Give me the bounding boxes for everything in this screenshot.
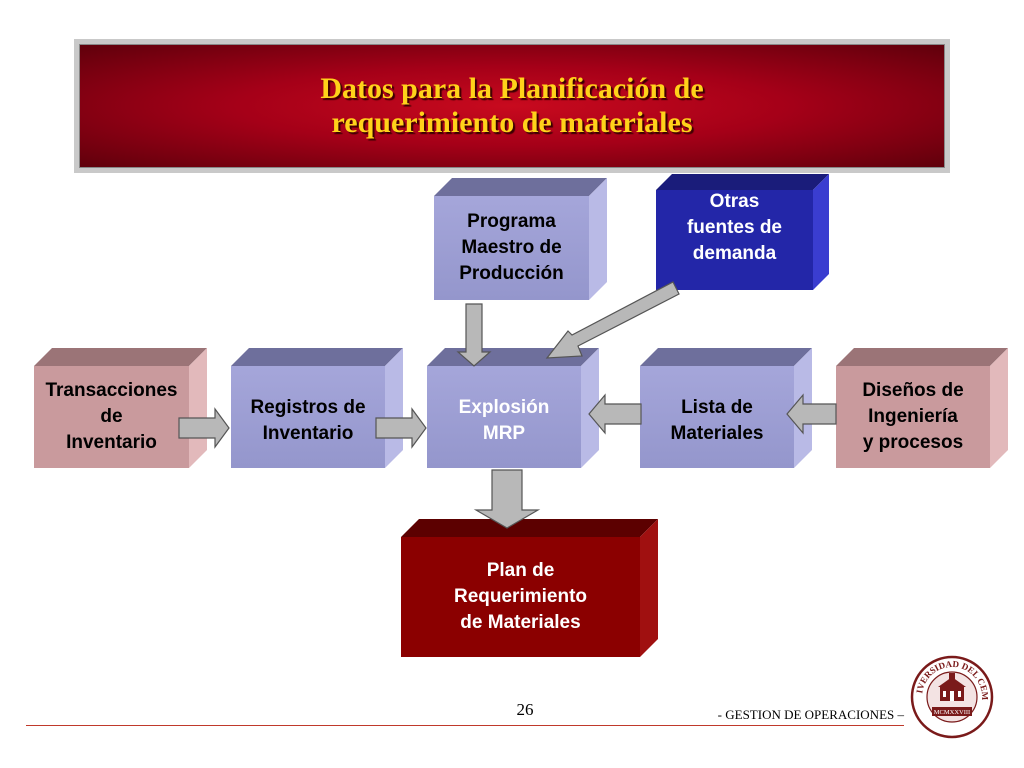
node-transacciones [34,348,207,468]
node-otras-fuentes [656,174,829,290]
arrow-transacciones-to-registros [178,407,230,449]
arrow-programa-to-explosion [456,303,492,367]
slide-title: Datos para la Planificación de requerimi… [320,72,704,139]
arrow-otras-to-explosion [545,281,680,359]
footer-divider [26,725,904,726]
node-disenos [836,348,1008,468]
svg-text:MCMXXVIII: MCMXXVIII [934,709,970,716]
node-plan-requerimiento [401,519,658,657]
arrow-lista-to-explosion [588,393,642,435]
arrow-explosion-to-plan [473,469,541,529]
title-banner: Datos para la Planificación de requerimi… [74,39,950,173]
node-registros [231,348,403,468]
node-programa-maestro [434,178,607,300]
arrow-disenos-to-lista [786,393,837,435]
node-explosion-mrp [427,348,599,468]
arrow-registros-to-explosion [375,407,427,449]
node-lista-materiales [640,348,812,468]
page-number: 26 [516,700,534,719]
university-seal-logo: UNIVERSIDAD DEL CEMA MCMXXVIII [910,655,994,739]
footer-course-name: - GESTION DE OPERACIONES – [717,707,904,722]
